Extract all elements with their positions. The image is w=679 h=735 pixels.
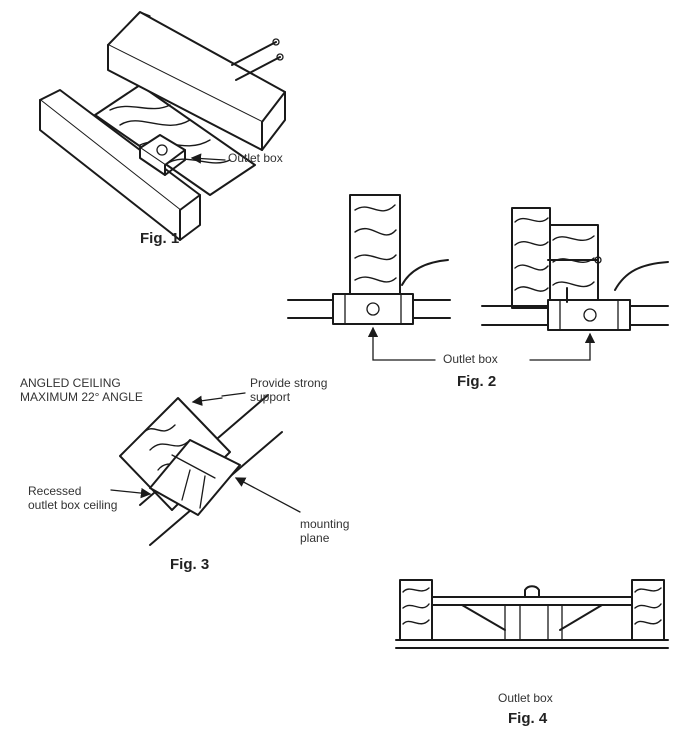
fig2-outlet-box-label: Outlet box xyxy=(443,352,498,366)
fig2-left-drawing xyxy=(287,194,451,361)
fig1-drawing xyxy=(39,11,286,241)
fig3-strong-support-line1: Provide strong xyxy=(250,376,328,390)
fig3-recessed-outlet-label: Recessed outlet box ceiling xyxy=(28,484,117,512)
fig4-drawing xyxy=(395,579,669,649)
fig1-caption: Fig. 1 xyxy=(140,230,180,247)
fig3-mounting-plane-line2: plane xyxy=(300,531,330,545)
fig2-caption: Fig. 2 xyxy=(457,373,497,390)
fig4-outlet-box-label: Outlet box xyxy=(498,691,553,705)
fig3-angled-ceiling-line2: MAXIMUM 22° ANGLE xyxy=(20,390,143,404)
fig3-strong-support-line2: support xyxy=(250,390,291,404)
fig4-caption: Fig. 4 xyxy=(508,710,548,727)
fig3-mounting-plane-line1: mounting xyxy=(300,517,350,531)
fig3-recessed-outlet-line1: Recessed xyxy=(28,484,82,498)
fig3-mounting-plane-label: mounting plane xyxy=(300,517,349,545)
fig3-angled-ceiling-label: ANGLED CEILING MAXIMUM 22° ANGLE xyxy=(20,376,143,404)
fig3-angled-ceiling-line1: ANGLED CEILING xyxy=(20,376,121,390)
fig2-right-drawing xyxy=(481,207,669,361)
fig3-strong-support-label: Provide strong support xyxy=(250,376,327,404)
fig1-outlet-box-label: Outlet box xyxy=(228,151,283,165)
fig3-caption: Fig. 3 xyxy=(170,556,210,573)
fig3-recessed-outlet-line2: outlet box ceiling xyxy=(28,498,118,512)
fig3-drawing xyxy=(110,392,301,546)
